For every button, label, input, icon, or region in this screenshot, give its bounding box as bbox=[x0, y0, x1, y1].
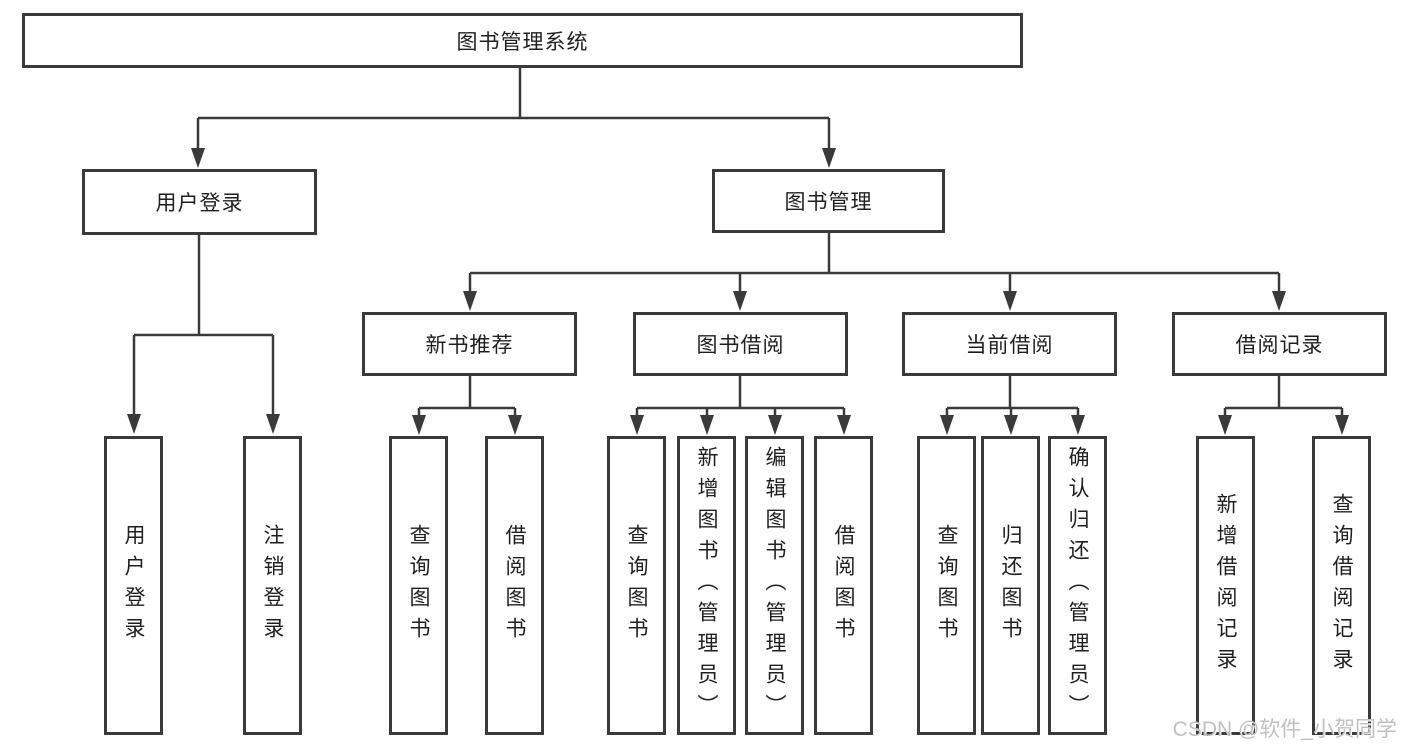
leaf-query-books-current: 查询图书 bbox=[917, 436, 976, 735]
arrowheads bbox=[127, 148, 1349, 435]
node-label: 借阅记录 bbox=[1235, 334, 1324, 357]
leaf-add-borrow-record: 新增借阅记录 bbox=[1196, 436, 1255, 735]
node-label: 图书管理 bbox=[784, 191, 873, 214]
node-label: 用户登录 bbox=[122, 523, 145, 648]
csdn-watermark: CSDN @软件_小贺同学 bbox=[1172, 718, 1397, 741]
leaf-add-books-admin: 新增图书（管理员） bbox=[677, 436, 736, 735]
leaf-borrow-books: 借阅图书 bbox=[814, 436, 873, 735]
node-label: 借阅图书 bbox=[832, 523, 855, 648]
node-label: 查询图书 bbox=[407, 523, 430, 648]
node-label: 查询图书 bbox=[625, 523, 648, 648]
leaf-user-login: 用户登录 bbox=[104, 436, 163, 735]
leaf-query-borrow-record: 查询借阅记录 bbox=[1312, 436, 1371, 735]
node-label: 归还图书 bbox=[999, 523, 1022, 648]
node-borrowing-records: 借阅记录 bbox=[1172, 312, 1387, 376]
node-user-login: 用户登录 bbox=[82, 169, 317, 235]
leaf-logout: 注销登录 bbox=[243, 436, 302, 735]
node-current-borrowing: 当前借阅 bbox=[902, 312, 1117, 376]
leaf-query-books-borrow: 查询图书 bbox=[607, 436, 666, 735]
node-label: 编辑图书（管理员） bbox=[763, 446, 786, 725]
node-library-management-system: 图书管理系统 bbox=[22, 13, 1023, 68]
leaf-return-books: 归还图书 bbox=[981, 436, 1040, 735]
node-new-book-recommendation: 新书推荐 bbox=[362, 312, 577, 376]
leaf-borrow-books-newbook: 借阅图书 bbox=[485, 436, 544, 735]
node-label: 新增图书（管理员） bbox=[695, 446, 718, 725]
node-label: 图书管理系统 bbox=[456, 30, 589, 54]
node-label: 查询借阅记录 bbox=[1330, 492, 1353, 679]
node-label: 用户登录 bbox=[155, 192, 244, 215]
node-label: 新增借阅记录 bbox=[1214, 492, 1237, 679]
leaf-edit-books-admin: 编辑图书（管理员） bbox=[745, 436, 804, 735]
node-label: 新书推荐 bbox=[425, 334, 514, 357]
node-label: 确认归还（管理员） bbox=[1066, 446, 1089, 725]
node-label: 查询图书 bbox=[935, 523, 958, 648]
node-label: 图书借阅 bbox=[696, 334, 785, 357]
node-book-borrowing: 图书借阅 bbox=[633, 312, 848, 376]
node-label: 借阅图书 bbox=[503, 523, 526, 648]
leaf-query-books-newbook: 查询图书 bbox=[389, 436, 448, 735]
leaf-confirm-return-admin: 确认归还（管理员） bbox=[1048, 436, 1107, 735]
node-label: 注销登录 bbox=[261, 523, 284, 648]
node-label: 当前借阅 bbox=[965, 334, 1054, 357]
node-book-management: 图书管理 bbox=[712, 169, 945, 233]
